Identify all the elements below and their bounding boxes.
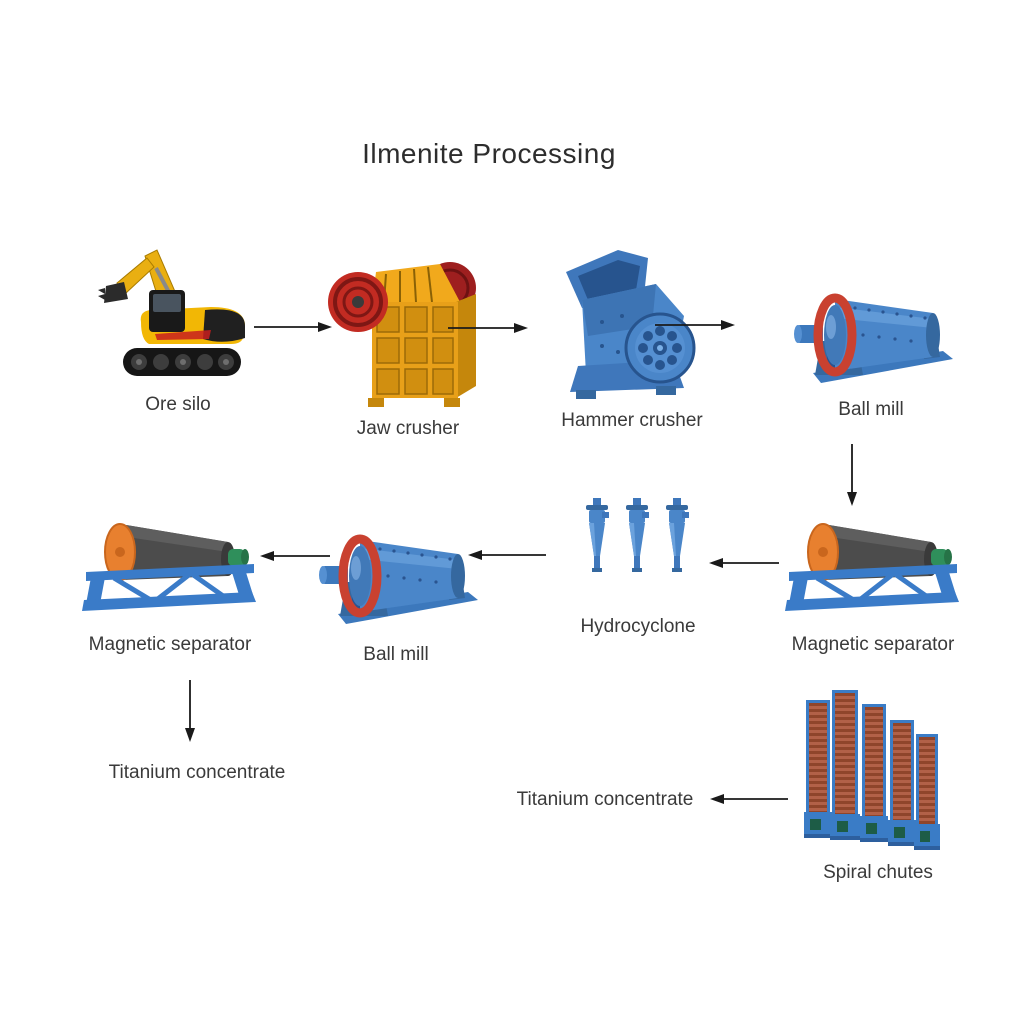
magnetic-separator-illustration [785,523,959,611]
spiral-chute-tower [916,734,938,826]
spiral-chute-base [914,824,940,850]
spiral-chute-tower [806,700,830,814]
spiral-chute-tower [890,720,914,822]
magnetic-separator-illustration [82,523,256,611]
node-label-magnetic-separator-left: Magnetic separator [88,634,252,655]
arrow-ore-silo-to-jaw-crusher [254,322,332,332]
arrow-ball-mill-to-magnetic-separator [847,444,857,506]
node-label-ore-silo: Ore silo [145,394,211,415]
spiral-chute-base [804,812,832,838]
spiral-chutes-illustration [802,686,954,854]
excavator-illustration [98,249,245,376]
arrow-hammer-crusher-to-ball-mill [655,320,735,330]
node-jaw-crusher: Jaw crusher [328,246,488,440]
arrow-magnetic-separator-to-hydrocyclone [709,558,779,568]
node-label-spiral-chutes: Spiral chutes [823,862,933,883]
node-label-ball-mill-top: Ball mill [838,399,904,420]
page-title: Ilmenite Processing [362,138,616,169]
ball-mill-illustration [794,293,953,383]
node-hydrocyclone: Hydrocyclone [578,498,698,638]
arrow-spiral-chutes-to-titanium-concentrate [710,794,788,804]
jaw-crusher-illustration [328,262,476,407]
hydrocyclone-illustration [586,498,689,572]
node-hammer-crusher: Hammer crusher [556,242,708,432]
arrow-magnetic-separator-to-titanium-concentrate [185,680,195,742]
arrow-jaw-crusher-to-hammer-crusher [448,323,528,333]
node-label-hydrocyclone: Hydrocyclone [580,616,696,637]
ball-mill-illustration [319,534,478,624]
node-magnetic-separator-left: Magnetic separator [80,514,260,656]
node-ball-mill-top: Ball mill [783,283,959,421]
spiral-chute-tower [832,690,858,816]
arrow-ball-mill-to-magnetic-separator-left [260,551,330,561]
node-label-jaw-crusher: Jaw crusher [356,418,460,439]
titanium-concentrate-right-label: Titanium concentrate [516,789,694,810]
arrow-hydrocyclone-to-ball-mill [468,550,546,560]
node-label-magnetic-separator-right: Magnetic separator [791,634,955,655]
spiral-chute-tower [862,704,886,818]
hammer-crusher-illustration [566,250,696,399]
node-ore-silo: Ore silo [92,226,264,416]
spiral-chute-base [860,816,888,842]
node-label-ball-mill-mid: Ball mill [363,644,429,665]
node-ball-mill-mid: Ball mill [308,524,484,666]
node-magnetic-separator-right: Magnetic separator [783,514,963,656]
spiral-chute-base [830,814,860,840]
node-spiral-chutes: Spiral chutes [802,686,954,884]
titanium-concentrate-left-label: Titanium concentrate [108,762,286,783]
node-label-hammer-crusher: Hammer crusher [561,410,703,431]
spiral-chute-base [888,820,916,846]
